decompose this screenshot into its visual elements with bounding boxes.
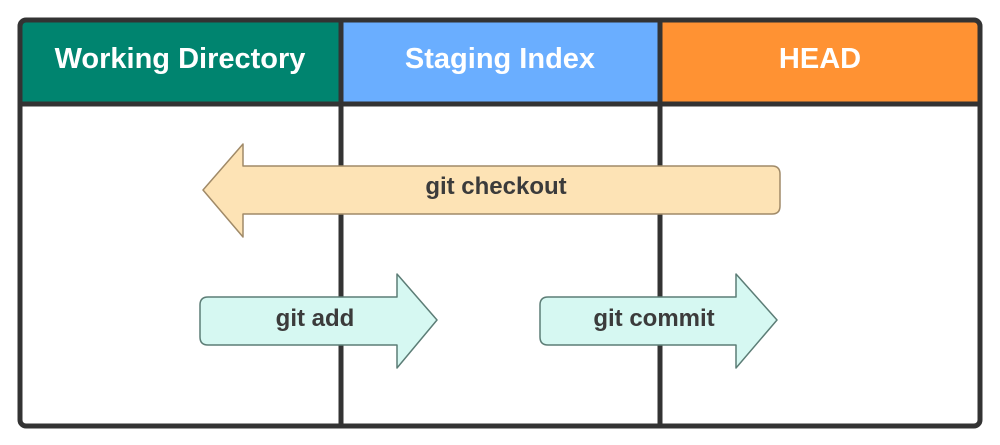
- git-commit-arrow: git commit: [539, 273, 778, 369]
- head-label: HEAD: [779, 43, 861, 75]
- working-directory-label: Working Directory: [55, 43, 306, 75]
- git-add-arrow: git add: [199, 273, 438, 369]
- git-checkout-arrow: git checkout: [202, 143, 781, 238]
- git-checkout-label: git checkout: [425, 173, 566, 200]
- head-header: [660, 20, 980, 104]
- staging-index-label: Staging Index: [405, 43, 595, 75]
- git-add-arrow-shape: [199, 273, 438, 369]
- git-checkout-arrow-shape: [202, 143, 781, 238]
- diagram-border: [17, 17, 983, 429]
- staging-index-header: [341, 20, 660, 104]
- git-commit-arrow-shape: [539, 273, 778, 369]
- git-add-label: git add: [276, 305, 355, 332]
- working-directory-header: [20, 20, 341, 104]
- git-commit-label: git commit: [593, 305, 714, 332]
